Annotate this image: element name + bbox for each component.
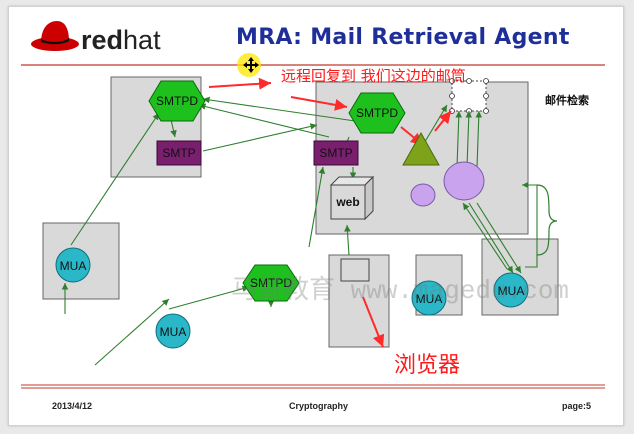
diagram-canvas: SMTPD SMTP SMTPD SMTP web SMTPD MUA MUA … xyxy=(21,64,605,389)
mua-bottom-circle xyxy=(155,313,191,349)
remote-reply-annotation: 远程回复到 我们这边的邮筒 xyxy=(281,67,466,85)
page-title: MRA: Mail Retrieval Agent xyxy=(236,25,570,50)
selection-rect xyxy=(451,80,487,112)
mua-left-circle xyxy=(55,247,91,283)
smtpd-right-hexagon xyxy=(348,92,406,134)
smtpd-bottom-label: SMTPD xyxy=(250,276,292,290)
mailbox-triangle xyxy=(402,131,440,166)
mua-right-label: MUA xyxy=(498,284,525,298)
move-cursor-icon xyxy=(243,57,259,78)
mail-retrieval-label: 邮件检索 xyxy=(545,94,589,107)
smtpd-left-label: SMTPD xyxy=(156,94,198,108)
mua-bottom-label: MUA xyxy=(160,325,187,339)
footer-date: 2013/4/12 xyxy=(52,401,93,411)
redhat-wordmark: redhat xyxy=(81,25,161,55)
bracket xyxy=(536,184,558,256)
mua-center-circle xyxy=(411,280,447,316)
mua-center-label: MUA xyxy=(416,292,443,306)
mua-left-label: MUA xyxy=(60,259,87,273)
smtpd-bottom-hexagon xyxy=(242,264,300,302)
page-number: page:5 xyxy=(562,401,592,411)
watermark: 马哥教育 www.magedu.com xyxy=(231,276,570,306)
slide: redhat MRA: Mail Retrieval Agent xyxy=(8,6,624,426)
web-label: web xyxy=(335,195,359,209)
web-server-box xyxy=(330,184,366,220)
mua-right-circle xyxy=(493,272,529,308)
smtp-right-label: SMTP xyxy=(319,146,352,160)
footer-topic: Cryptography xyxy=(289,401,349,411)
smtp-left-label: SMTP xyxy=(162,146,195,160)
mailbox-small-circle xyxy=(410,183,436,207)
browser-annotation: 浏览器 xyxy=(394,353,461,378)
redhat-logo-icon xyxy=(29,17,81,55)
smtp-right-box xyxy=(313,140,359,166)
smtp-left-box xyxy=(156,140,202,166)
mailbox-large-circle xyxy=(443,161,485,201)
smtpd-left-hexagon xyxy=(148,80,206,122)
browser-window-icon xyxy=(340,258,370,282)
smtpd-right-label: SMTPD xyxy=(356,106,398,120)
